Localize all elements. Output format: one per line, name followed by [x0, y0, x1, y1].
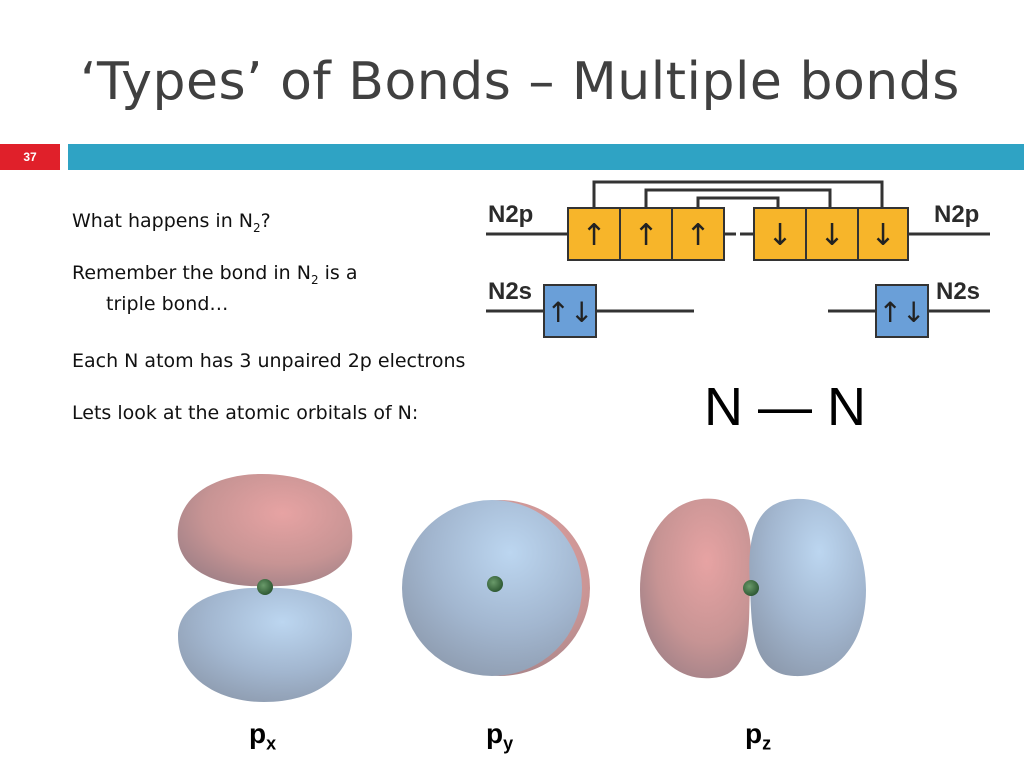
left-2p-box-2 [619, 207, 673, 261]
pz-left-lobe [640, 498, 752, 679]
bullet-remember-cont: triple bond… [106, 292, 229, 315]
pz-right-lobe [749, 498, 866, 677]
down-arrow: ↓ [819, 218, 844, 253]
right-2s-box [875, 284, 929, 338]
pair-arrows: ↑↓ [547, 296, 594, 329]
left-2p-box-3 [671, 207, 725, 261]
slide-number: 37 [0, 144, 60, 170]
up-arrow: ↑ [581, 218, 606, 253]
bullet-what-happens: What happens in N2? [72, 210, 271, 235]
pair-connector-middle [644, 188, 832, 208]
up-arrow: ↑ [685, 218, 710, 253]
py-nucleus [487, 576, 503, 592]
title-rule [68, 144, 1024, 170]
px-upper-lobe [177, 474, 353, 587]
px-nucleus [257, 579, 273, 595]
pz-nucleus [743, 580, 759, 596]
left-2p-label: N2p [488, 201, 533, 228]
down-arrow: ↓ [767, 218, 792, 253]
px-label: px [249, 718, 277, 754]
pair-connector-outer [592, 180, 884, 208]
px-lower-lobe [178, 587, 352, 702]
left-2s-box [543, 284, 597, 338]
n-n-bond: N — N [704, 377, 866, 437]
pair-arrows: ↑↓ [879, 296, 926, 329]
slide-title: ‘Types’ of Bonds – Multiple bonds [80, 52, 960, 112]
pair-connector-inner [696, 196, 780, 208]
bullet-unpaired: Each N atom has 3 unpaired 2p electrons [72, 350, 466, 372]
left-2p-box-1 [567, 207, 621, 261]
pz-label: pz [745, 718, 772, 754]
right-2p-box-3 [857, 207, 909, 261]
py-orbital [402, 500, 590, 676]
px-orbital [177, 474, 353, 702]
right-2s-label: N2s [936, 278, 980, 305]
up-arrow: ↑ [633, 218, 658, 253]
left-2s-label: N2s [488, 278, 532, 305]
down-arrow: ↓ [870, 218, 895, 253]
py-label: py [486, 718, 514, 754]
right-2p-label: N2p [934, 201, 979, 228]
pz-orbital [640, 498, 866, 679]
bullet-look-orbitals: Lets look at the atomic orbitals of N: [72, 402, 419, 424]
